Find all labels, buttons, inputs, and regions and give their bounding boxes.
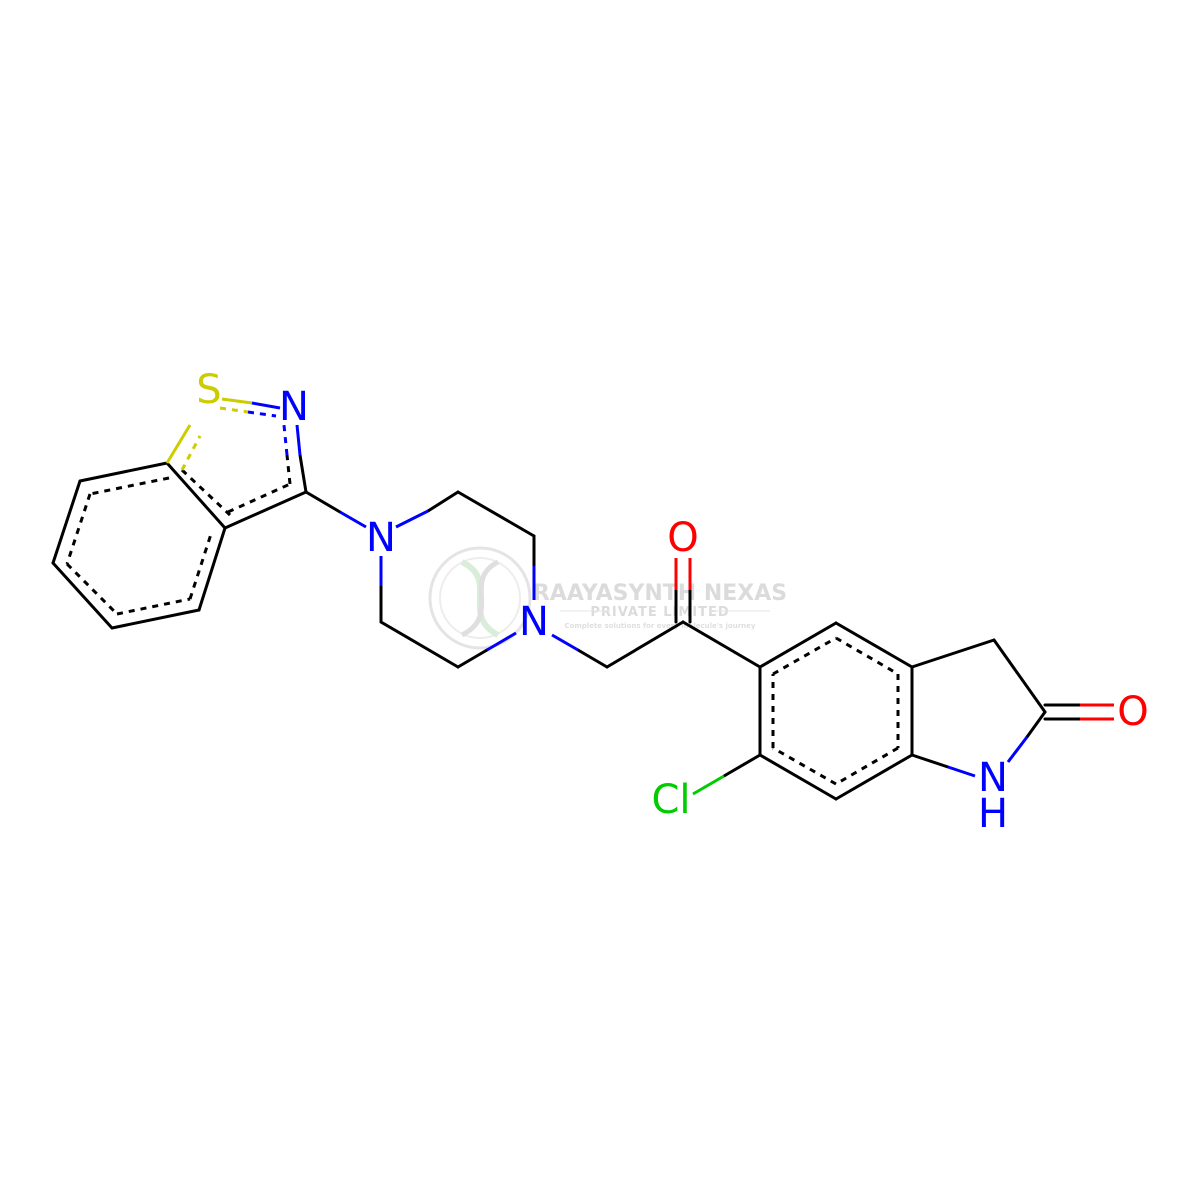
atom-nitrogen-piperazine-2-label: N bbox=[519, 599, 549, 645]
bonds-carbon bbox=[51, 453, 1082, 801]
atom-oxygen-lactam-label: O bbox=[1117, 689, 1148, 735]
watermark-logo-icon bbox=[428, 546, 532, 650]
watermark-subtitle: PRIVATE LIMITED bbox=[590, 605, 729, 620]
watermark-title: RAAYASYNTH NEXAS bbox=[533, 581, 787, 606]
atom-oxygen-ketone-label: O bbox=[667, 515, 698, 561]
watermark: RAAYASYNTH NEXAS PRIVATE LIMITED Complet… bbox=[428, 546, 787, 650]
watermark-tagline: Complete solutions for every molecule's … bbox=[565, 622, 756, 630]
aromatic-bonds bbox=[65, 454, 900, 786]
atom-chlorine-label: Cl bbox=[651, 777, 690, 823]
bonds-heteroatom bbox=[165, 397, 1114, 796]
atom-nitrogen-isothiazole-label: N bbox=[279, 384, 309, 430]
atom-sulfur-label: S bbox=[196, 367, 221, 413]
atom-nh-hydrogen-label: H bbox=[978, 791, 1008, 837]
atom-nitrogen-piperazine-1-label: N bbox=[366, 515, 396, 561]
atom-nh-nitrogen-label: N bbox=[978, 755, 1008, 801]
